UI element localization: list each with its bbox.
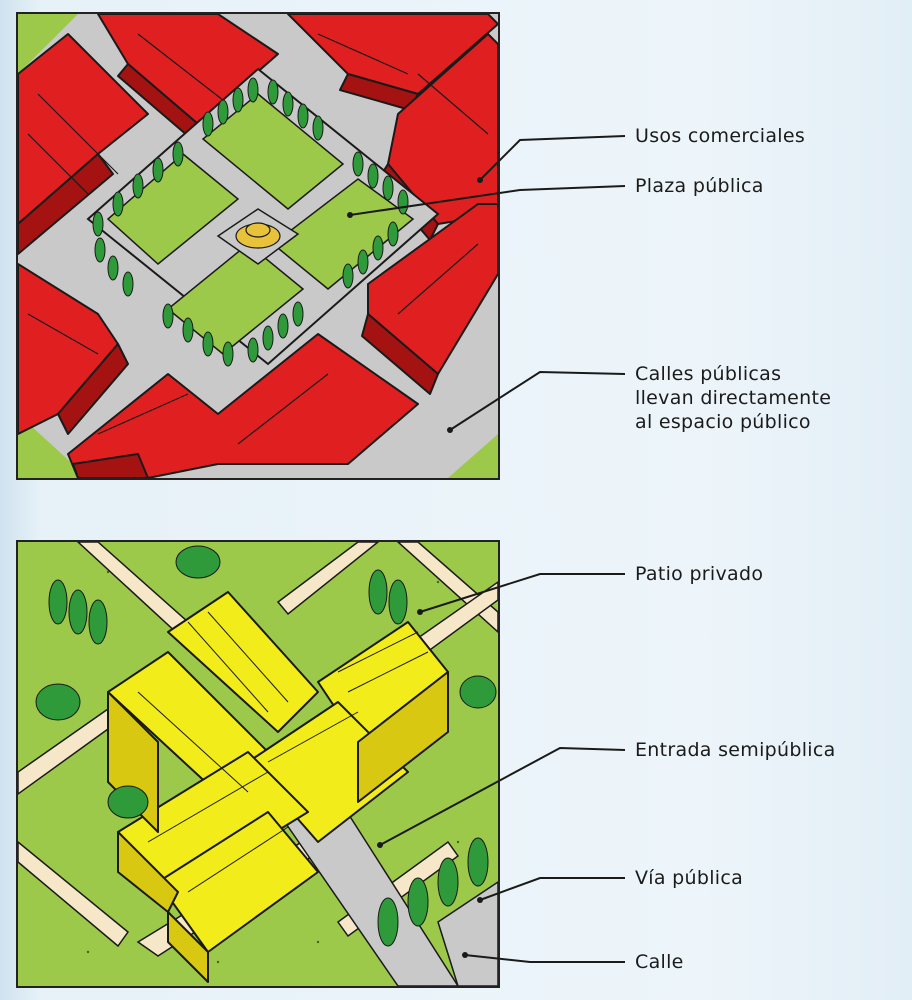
label-calles-line-2: llevan directamente <box>635 387 832 409</box>
label-entrada-semipublica: Entrada semipública <box>635 739 836 761</box>
label-via-publica: Vía pública <box>635 867 744 889</box>
house-illustration <box>16 540 500 988</box>
label-usos-comerciales: Usos comerciales <box>635 125 806 147</box>
label-calles-line-1: Calles públicas <box>635 363 782 385</box>
label-calles-line-3: al espacio público <box>635 411 811 433</box>
plaza-illustration <box>16 12 500 480</box>
label-calles-publicas: Calles públicas llevan directamente al e… <box>635 362 905 434</box>
label-plaza-publica: Plaza pública <box>635 175 764 197</box>
label-patio-privado: Patio privado <box>635 563 764 585</box>
label-calle: Calle <box>635 951 684 973</box>
